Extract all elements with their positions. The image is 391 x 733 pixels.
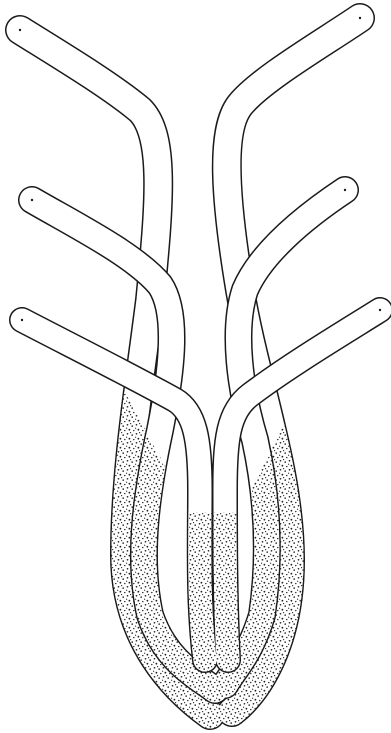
tube-end-mark [359,17,361,19]
inner-left-tube [22,310,380,660]
tube-end-mark [344,189,346,191]
tube-end-mark [19,29,21,31]
tube-end-mark [379,309,381,311]
tube-end-mark [21,319,23,321]
tube-end-mark [31,199,33,201]
